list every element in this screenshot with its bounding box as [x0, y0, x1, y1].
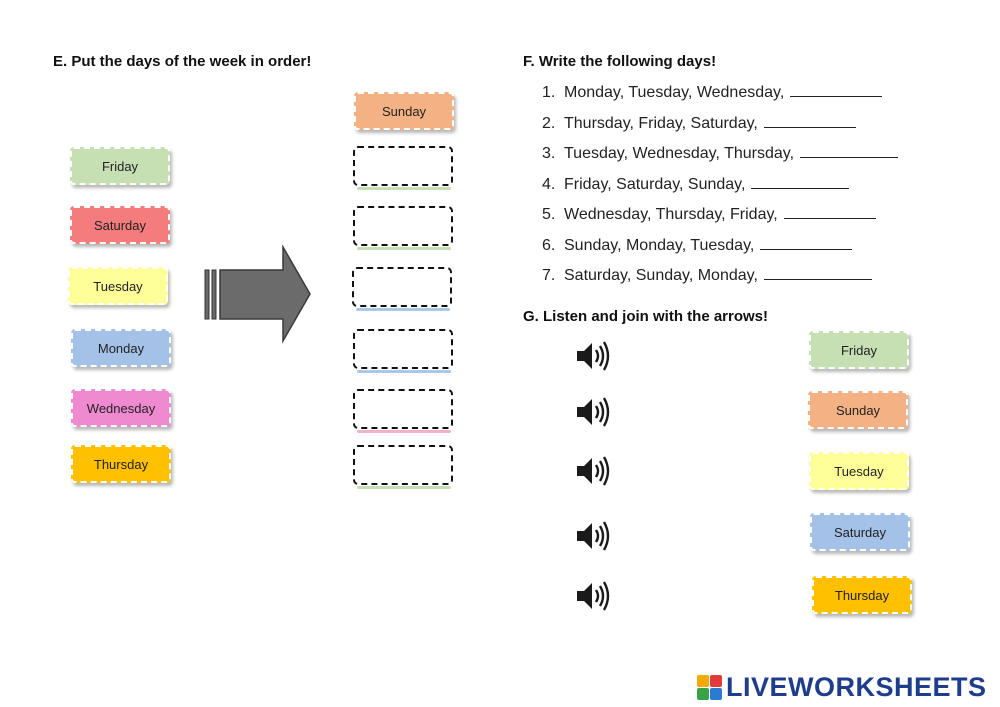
answer-blank-2[interactable]: [763, 113, 856, 128]
sequence-item-1: 1. Monday, Tuesday, Wednesday,: [542, 82, 883, 102]
answer-slot-5[interactable]: [353, 329, 453, 373]
answer-blank-1[interactable]: [790, 82, 883, 97]
answer-slot-7[interactable]: [353, 445, 453, 489]
liveworksheets-logo-icon: [697, 674, 722, 700]
liveworksheets-logo[interactable]: LIVEWORKSHEETS: [697, 672, 987, 703]
answer-blank-3[interactable]: [800, 143, 899, 158]
speaker-icon[interactable]: [574, 518, 610, 554]
item-text: Wednesday, Thursday, Friday,: [564, 206, 778, 223]
day-card-friday[interactable]: Friday: [70, 147, 170, 185]
sequence-item-5: 5. Wednesday, Thursday, Friday,: [542, 204, 876, 224]
answer-blank-6[interactable]: [760, 235, 853, 250]
day-card-tuesday[interactable]: Tuesday: [68, 267, 168, 305]
section-e-title: E. Put the days of the week in order!: [53, 53, 312, 70]
brand-name: LIVEWORKSHEETS: [726, 672, 987, 702]
answer-slot-sunday[interactable]: Sunday: [354, 92, 454, 130]
item-number: 1.: [542, 84, 556, 101]
speaker-icon[interactable]: [574, 453, 610, 489]
answer-slot-2[interactable]: [353, 146, 453, 190]
item-number: 6.: [542, 237, 556, 254]
order-arrow-icon: [204, 245, 311, 344]
join-card-tuesday[interactable]: Tuesday: [809, 452, 909, 490]
speaker-icon[interactable]: [574, 578, 610, 614]
sequence-item-4: 4. Friday, Saturday, Sunday,: [542, 174, 850, 194]
answer-slot-4[interactable]: [352, 267, 452, 311]
item-number: 7.: [542, 267, 556, 284]
day-card-saturday[interactable]: Saturday: [70, 206, 170, 244]
item-text: Thursday, Friday, Saturday,: [564, 115, 758, 132]
section-g-title: G. Listen and join with the arrows!: [523, 308, 769, 325]
sequence-item-2: 2. Thursday, Friday, Saturday,: [542, 113, 856, 133]
answer-slot-3[interactable]: [353, 206, 453, 250]
item-text: Friday, Saturday, Sunday,: [564, 176, 746, 193]
join-card-thursday[interactable]: Thursday: [812, 576, 912, 614]
speaker-icon[interactable]: [574, 338, 610, 374]
answer-blank-7[interactable]: [763, 265, 872, 280]
item-text: Tuesday, Wednesday, Thursday,: [564, 145, 795, 162]
answer-blank-4[interactable]: [751, 174, 850, 189]
day-card-wednesday[interactable]: Wednesday: [71, 389, 171, 427]
item-text: Sunday, Monday, Tuesday,: [564, 237, 755, 254]
join-card-friday[interactable]: Friday: [809, 331, 909, 369]
answer-blank-5[interactable]: [783, 204, 876, 219]
join-card-saturday[interactable]: Saturday: [810, 513, 910, 551]
answer-slot-6[interactable]: [353, 389, 453, 433]
item-number: 2.: [542, 115, 556, 132]
join-card-sunday[interactable]: Sunday: [808, 391, 908, 429]
day-card-thursday[interactable]: Thursday: [71, 445, 171, 483]
sequence-item-6: 6. Sunday, Monday, Tuesday,: [542, 235, 853, 255]
item-number: 4.: [542, 176, 556, 193]
speaker-icon[interactable]: [574, 394, 610, 430]
item-text: Saturday, Sunday, Monday,: [564, 267, 758, 284]
day-card-monday[interactable]: Monday: [71, 329, 171, 367]
sequence-item-7: 7. Saturday, Sunday, Monday,: [542, 265, 872, 285]
section-f-title: F. Write the following days!: [523, 53, 717, 70]
item-number: 3.: [542, 145, 556, 162]
item-number: 5.: [542, 206, 556, 223]
item-text: Monday, Tuesday, Wednesday,: [564, 84, 785, 101]
sequence-item-3: 3. Tuesday, Wednesday, Thursday,: [542, 143, 899, 163]
